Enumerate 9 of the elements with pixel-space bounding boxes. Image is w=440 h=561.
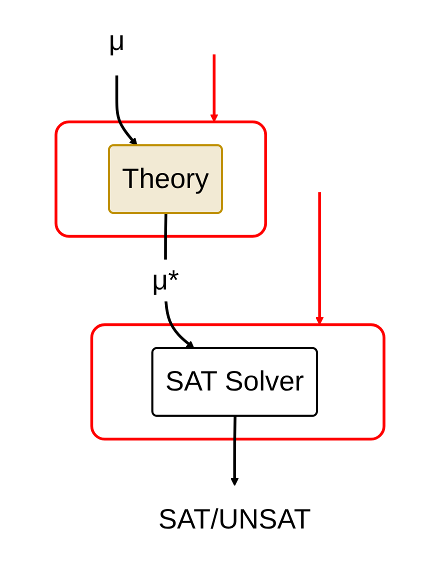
node-text: SAT/UNSAT [158, 504, 311, 535]
arrow [115, 75, 138, 146]
arrow [230, 416, 239, 486]
cluster [54, 120, 268, 238]
edge-label: μ* [152, 265, 179, 296]
cluster [90, 323, 386, 441]
arrow [316, 192, 324, 326]
node-text: μ [108, 26, 125, 57]
arrow [210, 54, 218, 122]
